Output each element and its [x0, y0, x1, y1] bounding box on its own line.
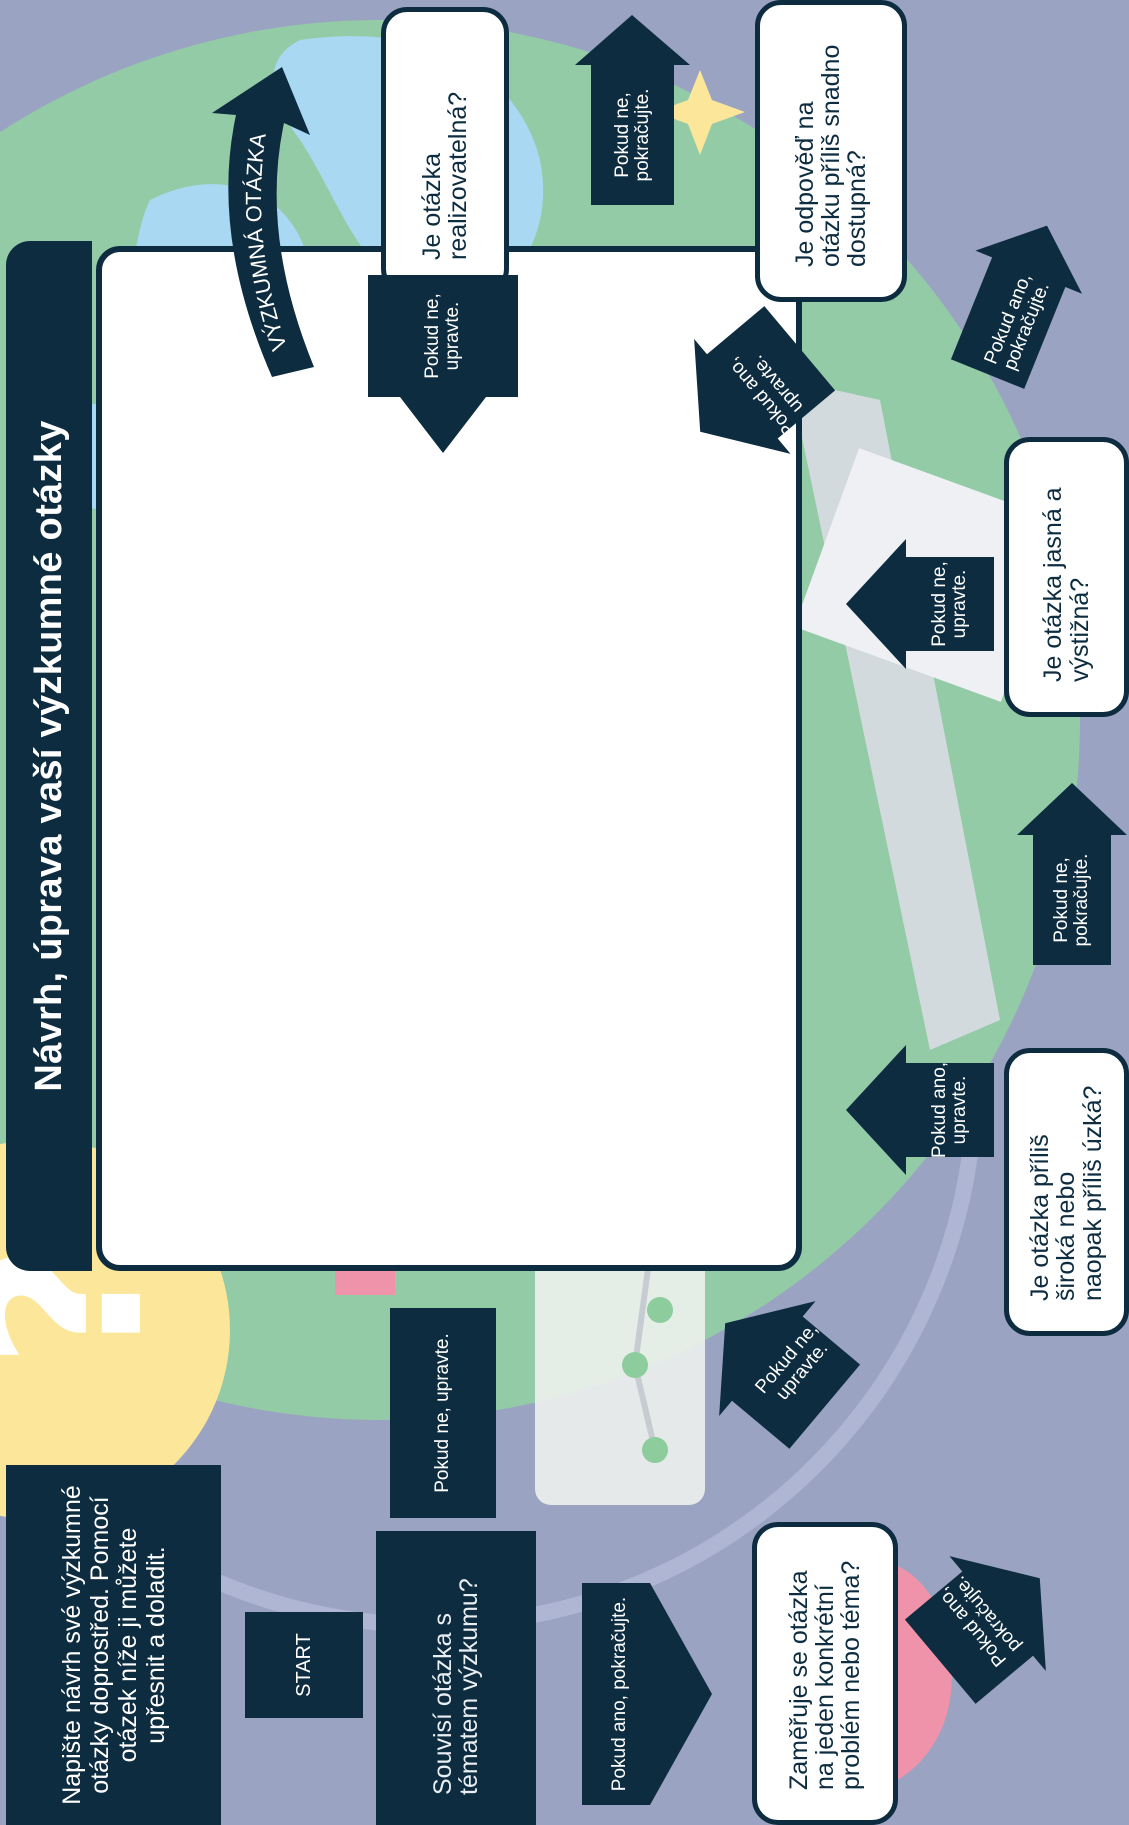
- question-text-focus: Zaměřuje se otázka na jeden konkrétní pr…: [784, 1560, 866, 1790]
- arrow-a7: Pokud ne, upravte.: [846, 539, 994, 669]
- question-text-scope: Je otázka příliš široká nebo naopak příl…: [1026, 1085, 1107, 1301]
- arrow-a5-label: Pokud ano, upravte.: [929, 1061, 970, 1159]
- question-text-answer: Je odpověď na otázku příliš snadno dostu…: [790, 44, 872, 267]
- arrow-a9: Pokud ano, upravte.: [685, 306, 836, 465]
- instructions-box: Napište návrh své výzkumné otázky dopros…: [6, 1465, 221, 1825]
- arrow-a1: Pokud ano, pokračujte.: [582, 1583, 712, 1805]
- curved-arrow-research-question: VÝZKUMNÁ OTÁZKA: [212, 67, 314, 377]
- arrow-a10: Pokud ne, pokračujte.: [575, 15, 690, 205]
- label-box-topic-no: Pokud ne, upravte.: [390, 1308, 496, 1518]
- question-text-feasible: Je otázka realizovatelná?: [417, 91, 472, 260]
- question-text-topic: Souvisí otázka s tématem výzkumu?: [428, 1578, 483, 1795]
- arrow-a6-label: Pokud ne, pokračujte.: [1051, 853, 1092, 947]
- start-box: START: [245, 1612, 363, 1718]
- arrow-a10-label: Pokud ne, pokračujte.: [611, 88, 653, 182]
- page-title: Návrh, úprava vaší výzkumné otázky: [6, 241, 92, 1271]
- instructions-text: Napište návrh své výzkumné otázky dopros…: [57, 1485, 170, 1805]
- question-card-scope: Je otázka příliš široká nebo naopak příl…: [1004, 1048, 1129, 1336]
- arrow-a4: Pokud ne, upravte.: [710, 1290, 861, 1449]
- question-card-answer: Je odpověď na otázku příliš snadno dostu…: [755, 0, 907, 302]
- arrow-a8: Pokud ano, pokračujte.: [950, 220, 1083, 389]
- label-text-topic-no: Pokud ne, upravte.: [432, 1333, 454, 1493]
- arrow-a7-label: Pokud ne, upravte.: [929, 561, 970, 647]
- arrow-a6: Pokud ne, pokračujte.: [1017, 783, 1127, 965]
- question-text-clarity: Je otázka jasná a výstižná?: [1039, 487, 1094, 682]
- question-box-topic: Souvisí otázka s tématem výzkumu?: [376, 1531, 536, 1825]
- start-label: START: [292, 1633, 315, 1697]
- question-card-focus: Zaměřuje se otázka na jeden konkrétní pr…: [752, 1522, 898, 1825]
- question-card-clarity: Je otázka jasná a výstižná?: [1004, 437, 1129, 717]
- question-card-feasible: Je otázka realizovatelná?: [381, 7, 509, 295]
- arrow-a3: Pokud ano, pokračujte.: [904, 1545, 1055, 1704]
- arrow-a11-label: Pokud ne, upravte.: [422, 293, 463, 379]
- arrow-a1-label: Pokud ano, pokračujte.: [608, 1596, 630, 1792]
- arrow-a11: Pokud ne, upravte.: [368, 275, 518, 453]
- arrow-a5: Pokud ano, upravte.: [846, 1045, 994, 1175]
